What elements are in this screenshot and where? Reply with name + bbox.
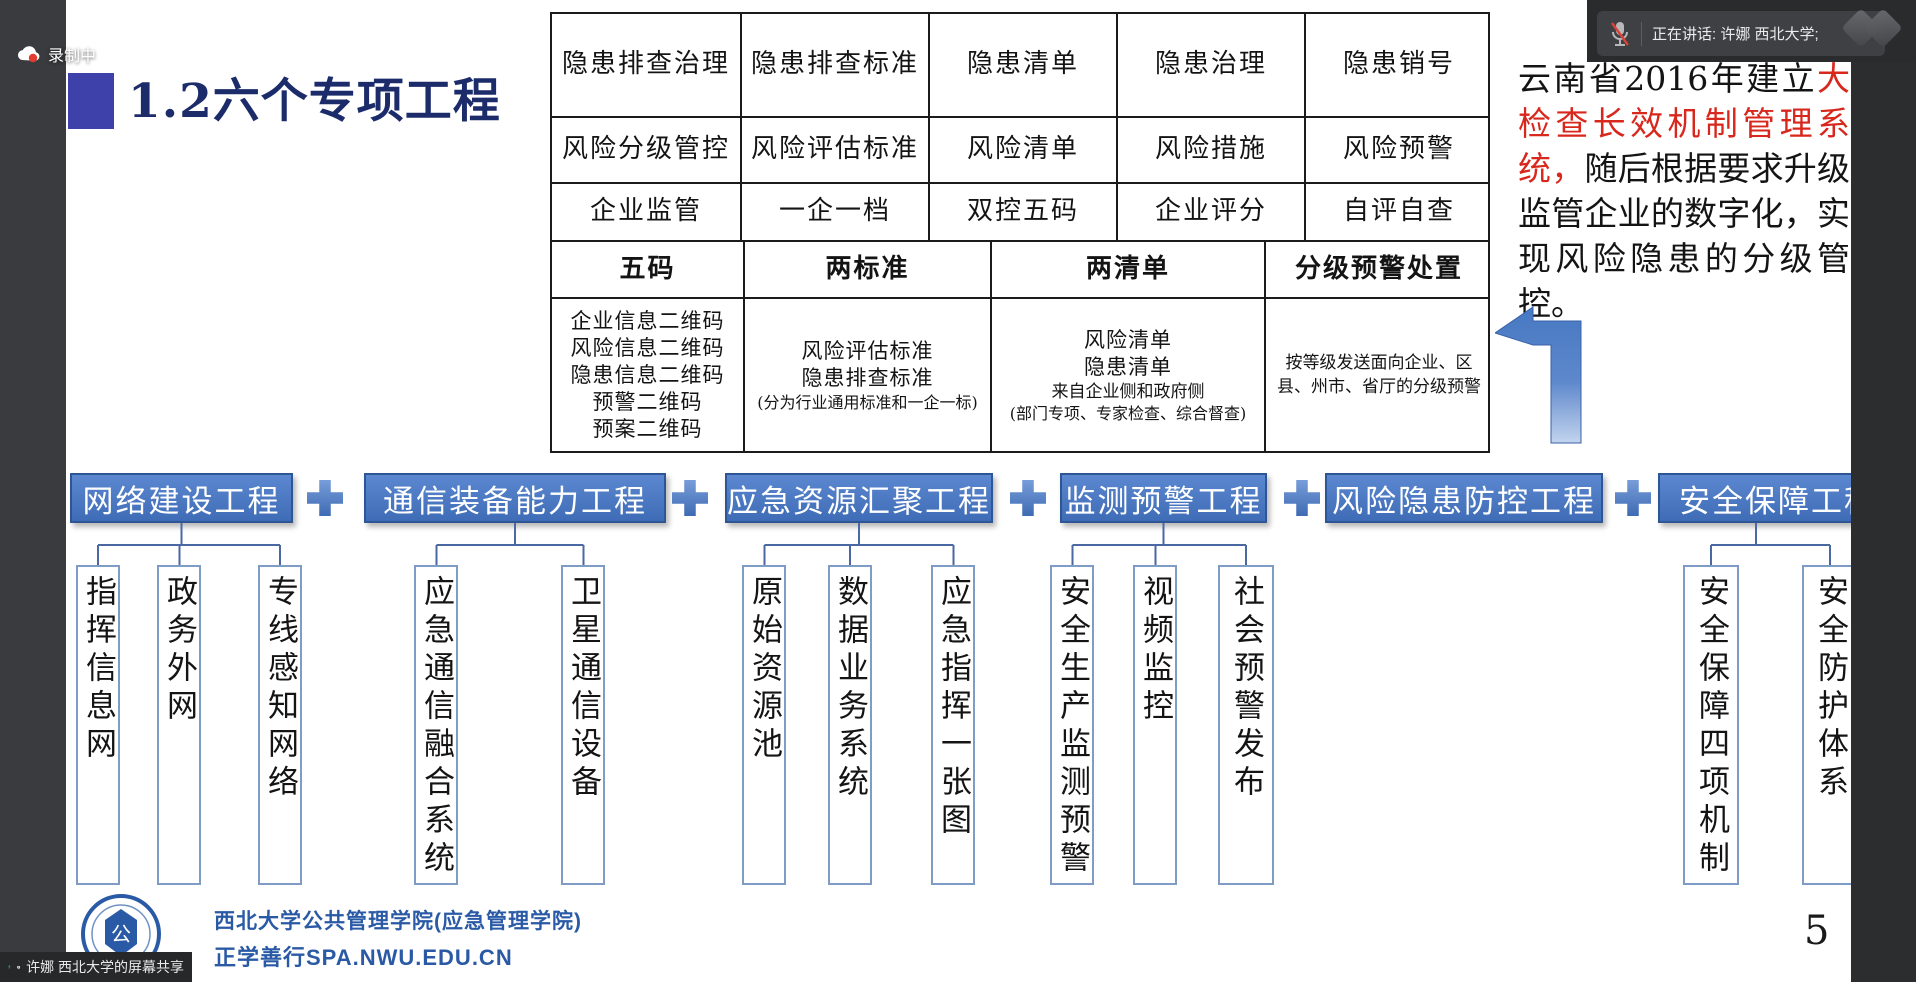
- table-detail-cell: 按等级发送面向企业、区县、州市、省厅的分级预警: [1264, 299, 1492, 451]
- table-detail-cell: 风险清单 隐患清单 来自企业侧和政府侧 (部门专项、专家检查、综合督查): [990, 299, 1264, 451]
- table-cell: 风险评估标准: [740, 118, 928, 182]
- bent-arrow-icon: [1495, 306, 1582, 444]
- university-seal-logo: 公: [81, 894, 161, 974]
- project-bar-resources: 应急资源汇聚工程: [725, 473, 993, 523]
- table-cell: 双控五码: [928, 184, 1116, 240]
- table-cell: 风险分级管控: [561, 134, 730, 165]
- sub-item-box: 社会预警发布: [1218, 565, 1274, 885]
- table-row: 风险分级管控 风险评估标准 风险清单 风险措施 风险预警: [552, 116, 1488, 182]
- screen-share-label: 许娜 西北大学的屏幕共享: [26, 959, 184, 975]
- table-cell: 企业评分: [1116, 184, 1304, 240]
- plus-connector-icon: [1615, 480, 1651, 516]
- muted-mic-icon: [1611, 21, 1629, 46]
- table-detail-cell: 风险评估标准 隐患排查标准 (分为行业通用标准和一企一标): [743, 299, 990, 451]
- table-cell: 风险预警: [1304, 118, 1492, 182]
- table-cell: 风险措施: [1116, 118, 1304, 182]
- cloud-record-icon: [17, 46, 40, 63]
- screen-share-icon: [16, 965, 20, 969]
- sub-item-box: 专线感知网络: [258, 565, 302, 885]
- table-group-header-row: 五码 两标准 两清单 分级预警处置: [552, 240, 1488, 297]
- sub-item-box: 视频监控: [1133, 565, 1177, 885]
- table-cell: 隐患销号: [1304, 14, 1492, 116]
- svg-text:公: 公: [111, 922, 131, 946]
- table-cell: 隐患清单: [928, 14, 1116, 116]
- left-letterbox: [0, 0, 66, 982]
- table-row: 企业监管 一企一档 双控五码 企业评分 自评自查: [552, 182, 1488, 240]
- sub-item-box: 指挥信息网: [76, 565, 120, 885]
- footer-org-name: 西北大学公共管理学院(应急管理学院): [214, 910, 582, 933]
- project-bar-safety: 安全保障工程: [1658, 473, 1851, 523]
- sub-item-box: 原始资源池: [742, 565, 786, 885]
- title-accent-square: [68, 73, 114, 129]
- table-cell: 隐患治理: [1116, 14, 1304, 116]
- table-group-header: 两标准: [743, 242, 990, 297]
- plus-connector-icon: [1010, 480, 1046, 516]
- footer-motto-url: 正学善行SPA.NWU.EDU.CN: [214, 945, 513, 970]
- pill-divider: [1641, 21, 1642, 46]
- sub-item-box: 政务外网: [157, 565, 201, 885]
- plus-connector-icon: [672, 480, 708, 516]
- table-cell: 风险清单: [928, 118, 1116, 182]
- screen-share-bar[interactable]: 许娜 西北大学的屏幕共享: [0, 952, 192, 982]
- project-bar-risk: 风险隐患防控工程: [1325, 473, 1603, 523]
- sub-item-box: 安全保障四项机制: [1683, 565, 1739, 885]
- sub-item-box: 卫星通信设备: [561, 565, 605, 885]
- right-letterbox: [1851, 0, 1916, 982]
- table-cell: 隐患排查治理: [561, 49, 730, 80]
- active-speaker-label: 正在讲话: 许娜 西北大学;: [1652, 26, 1819, 43]
- mic-active-icon: [8, 965, 11, 969]
- project-bar-comms: 通信装备能力工程: [364, 473, 666, 523]
- plus-connector-icon: [307, 480, 343, 516]
- active-speaker-pill[interactable]: 正在讲话: 许娜 西北大学;: [1597, 11, 1885, 56]
- plus-connector-icon: [1284, 480, 1320, 516]
- note-paragraph: 云南省2016年建立大检查长效机制管理系统，随后根据要求升级监管企业的数字化，实…: [1518, 56, 1850, 326]
- project-bar-monitoring: 监测预警工程: [1060, 473, 1267, 523]
- project-bar-network: 网络建设工程: [70, 473, 293, 523]
- dual-control-table: 隐患排查治理 隐患排查标准 隐患清单 隐患治理 隐患销号 风险分级管控 风险评估…: [550, 12, 1490, 453]
- recording-label: 录制中: [48, 48, 97, 65]
- table-cell: 自评自查: [1304, 184, 1492, 240]
- table-detail-row: 企业信息二维码 风险信息二维码 隐患信息二维码 预警二维码 预案二维码 风险评估…: [552, 297, 1488, 451]
- sub-item-box: 应急通信融合系统: [414, 565, 458, 885]
- sub-item-box: 安全防护体系: [1802, 565, 1851, 885]
- recording-indicator[interactable]: 录制中: [16, 42, 96, 66]
- table-detail-cell: 企业信息二维码 风险信息二维码 隐患信息二维码 预警二维码 预案二维码: [570, 308, 725, 441]
- slide-title: 1.2六个专项工程: [128, 74, 501, 129]
- table-cell: 隐患排查标准: [740, 14, 928, 116]
- table-cell: 一企一档: [740, 184, 928, 240]
- sub-item-box: 应急指挥一张图: [931, 565, 975, 885]
- org-connector-lines: [97, 523, 1831, 565]
- shared-slide: 1.2六个专项工程 隐患排查治理 隐患排查标准 隐患清单 隐患治理 隐患销号 风…: [66, 0, 1851, 982]
- table-group-header: 两清单: [990, 242, 1264, 297]
- table-cell: 企业监管: [589, 196, 702, 227]
- table-row: 隐患排查治理 隐患排查标准 隐患清单 隐患治理 隐患销号: [552, 14, 1488, 116]
- page-number: 5: [1804, 908, 1830, 954]
- note-text: 随后根据要求升级监管企业的数字化，实现风险隐患的分级管控。: [1518, 149, 1851, 323]
- sub-item-box: 数据业务系统: [828, 565, 872, 885]
- note-text: 云南省2016年建立: [1518, 59, 1817, 98]
- note-highlight: 大检查长效机制管理系统，: [1518, 59, 1850, 188]
- sub-item-box: 安全生产监测预警: [1050, 565, 1094, 885]
- table-group-header: 分级预警处置: [1264, 242, 1492, 297]
- table-group-header: 五码: [619, 253, 676, 284]
